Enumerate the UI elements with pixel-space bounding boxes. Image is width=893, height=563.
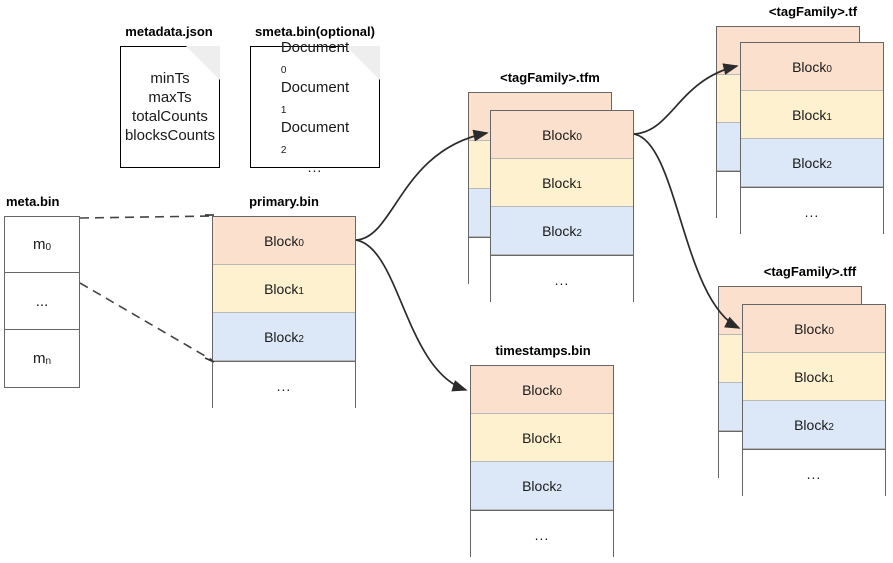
edge-meta-to-primary-bottom — [79, 282, 213, 361]
meta-bin-cell-ellipsis: ... — [5, 273, 79, 330]
tf-block-rest: ... — [741, 187, 883, 235]
page-fold-icon — [346, 46, 380, 80]
page-fold-icon — [186, 46, 220, 80]
meta-bin-title: meta.bin — [6, 194, 60, 209]
metadata-json-title: metadata.json — [125, 24, 213, 39]
metadata-line-minTs: minTs — [150, 70, 190, 87]
metadata-line-totalCounts: totalCounts — [132, 108, 208, 125]
metadata-line-blocksCounts: blocksCounts — [124, 127, 216, 144]
edge-meta-to-primary-top — [79, 215, 213, 219]
timestamps-bin-title: timestamps.bin — [495, 343, 591, 358]
metadata-json-body: minTs maxTs totalCounts blocksCounts — [121, 47, 219, 167]
tagfamily-tff-title: <tagFamily>.tff — [763, 264, 857, 279]
metadata-json-document: minTs maxTs totalCounts blocksCounts — [120, 46, 220, 168]
timestamps-block-rest: ... — [471, 510, 613, 558]
tff-block-rest: ... — [743, 449, 885, 497]
edge-primary-to-timestamps — [355, 239, 468, 392]
primary-bin-block-rest: ... — [213, 361, 355, 409]
primary-bin-title: primary.bin — [249, 194, 319, 209]
tagfamily-tfm-title: <tagFamily>.tfm — [500, 70, 600, 85]
smeta-line-ellipsis: ... — [307, 158, 323, 175]
tagfamily-tf-title: <tagFamily>.tf — [768, 4, 858, 19]
smeta-bin-title: smeta.bin(optional) — [255, 24, 375, 39]
metadata-line-maxTs: maxTs — [148, 89, 192, 106]
tfm-block-rest: ... — [491, 255, 633, 303]
